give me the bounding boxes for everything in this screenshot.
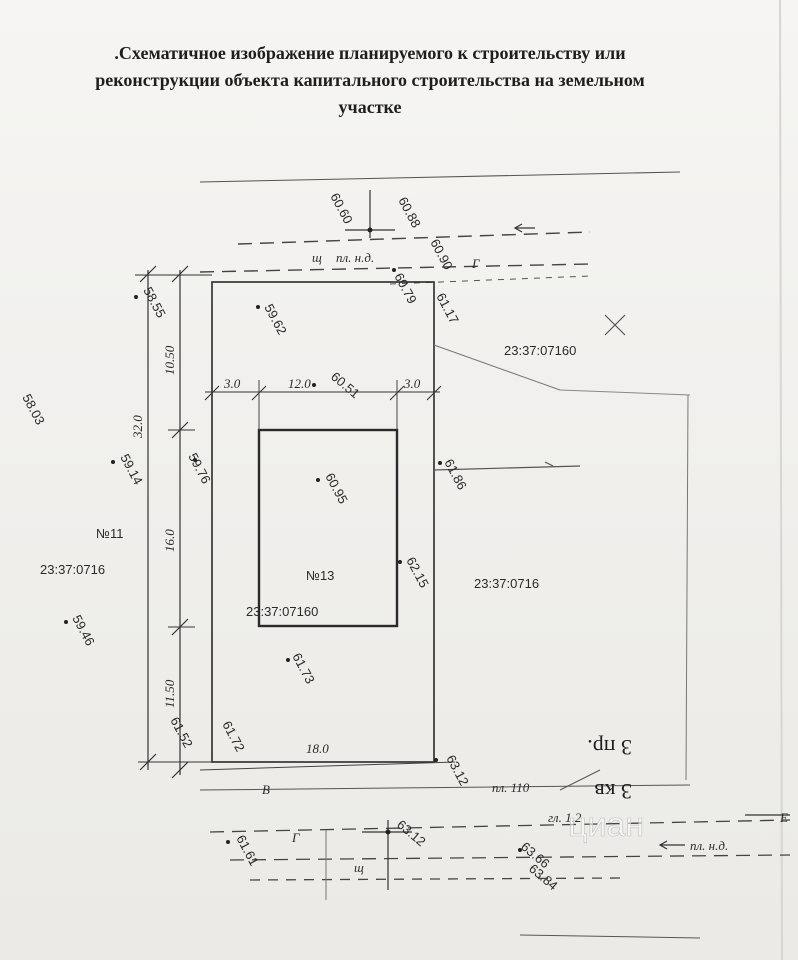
dim-label: 3.0 — [403, 376, 421, 391]
road-line-bottom-3 — [249, 877, 621, 881]
elevation-label: 58.55 — [140, 284, 169, 320]
dim-label: 32.0 — [130, 415, 145, 439]
road-label: E — [779, 810, 788, 825]
road-label: пл. 110 — [492, 780, 530, 795]
elevation-label: 59.46 — [69, 612, 98, 648]
elevation-label: 63.12 — [394, 817, 429, 849]
road-label: Г — [471, 256, 480, 271]
elevation-label: 59.14 — [117, 451, 146, 487]
title-line-3: участке — [338, 97, 402, 117]
tick — [544, 461, 554, 467]
plot-boundary — [211, 281, 435, 763]
elevation-label: 63.12 — [443, 752, 472, 788]
road-edge-bottom — [199, 784, 691, 791]
elevation-label: 61.73 — [289, 650, 318, 686]
elevation-label: 62.15 — [403, 554, 432, 590]
building-footprint — [257, 428, 399, 628]
dim-line-bottom — [199, 761, 456, 771]
neighbor-line-mid — [433, 465, 581, 471]
neighbor-right-cadastral: 23:37:0716 — [474, 576, 539, 591]
tick — [426, 385, 442, 401]
elevation-label: 61.72 — [219, 718, 248, 754]
road-edge-top — [199, 171, 681, 183]
road-line-bottom-1 — [209, 819, 791, 833]
neighbor-line — [433, 344, 561, 391]
tick — [139, 753, 157, 771]
title-line-1: .Схематичное изображение планируемого к … — [114, 43, 626, 63]
tick — [171, 761, 189, 779]
neighbor-line — [559, 389, 691, 396]
elevation-dots — [64, 268, 522, 852]
elevation-label: 60.95 — [322, 470, 351, 506]
elevation-label: 60.88 — [395, 194, 424, 230]
dim-label: 12.0 — [288, 376, 311, 391]
neighbor-left-cadastral: 23:37:0716 — [40, 562, 105, 577]
road-edge-lower — [519, 934, 701, 939]
elevation-label: 61.17 — [433, 290, 462, 326]
tick — [171, 421, 189, 439]
neighbor-line-right — [685, 394, 689, 781]
road-label: щ — [354, 860, 364, 875]
elevation-label: 59.76 — [185, 450, 214, 486]
elevation-point — [385, 829, 391, 835]
road-label: щ — [312, 250, 322, 265]
tick — [204, 385, 220, 401]
elevation-label: 61.52 — [167, 714, 196, 750]
road-label: B — [262, 782, 270, 797]
street-label-a: 3 пр. — [587, 735, 632, 760]
plot-number: №13 — [306, 568, 334, 583]
dim-label: 10.50 — [162, 345, 177, 375]
road-line-top-1 — [237, 231, 591, 245]
neighbor-left-number: №11 — [96, 526, 123, 541]
street-arrow — [559, 769, 601, 791]
page-edge — [779, 0, 783, 960]
road-line-top-3 — [389, 275, 591, 285]
road-label: гл. 1.2 — [548, 810, 582, 825]
elevation-label: 60.60 — [327, 190, 356, 226]
dim-label: 16.0 — [162, 529, 177, 552]
dim-label: 3.0 — [223, 376, 241, 391]
elevation-label: 60.79 — [391, 270, 420, 306]
title-line-2: реконструкции объекта капитального строи… — [95, 70, 645, 90]
x-mark — [604, 314, 626, 336]
tick — [171, 618, 189, 636]
watermark-logo: циан — [568, 806, 644, 844]
road-label: Г — [291, 830, 300, 845]
tick — [139, 265, 157, 283]
street-label-b: 3 кв — [594, 779, 632, 804]
dim-label: 11.50 — [162, 679, 177, 708]
elevation-label: 58.03 — [19, 391, 48, 427]
elevation-label: 61.61 — [233, 832, 262, 868]
road-label: пл. н.д. — [690, 838, 728, 853]
elevation-point — [367, 227, 373, 233]
dim-label: 18.0 — [306, 741, 329, 756]
elevation-label: 61.86 — [441, 456, 470, 492]
plot-cadastral: 23:37:07160 — [246, 604, 318, 619]
neighbor-top-right-cadastral: 23:37:07160 — [504, 343, 576, 358]
document-title: .Схематичное изображение планируемого к … — [40, 40, 700, 121]
flow-arrow-head — [658, 840, 668, 850]
flow-arrow-head — [513, 223, 523, 233]
tick — [171, 265, 189, 283]
road-line-bottom-2 — [229, 854, 791, 861]
elevation-label: 59.62 — [261, 301, 290, 337]
elevation-label: 60.51 — [328, 369, 363, 401]
road-label: пл. н.д. — [336, 250, 374, 265]
